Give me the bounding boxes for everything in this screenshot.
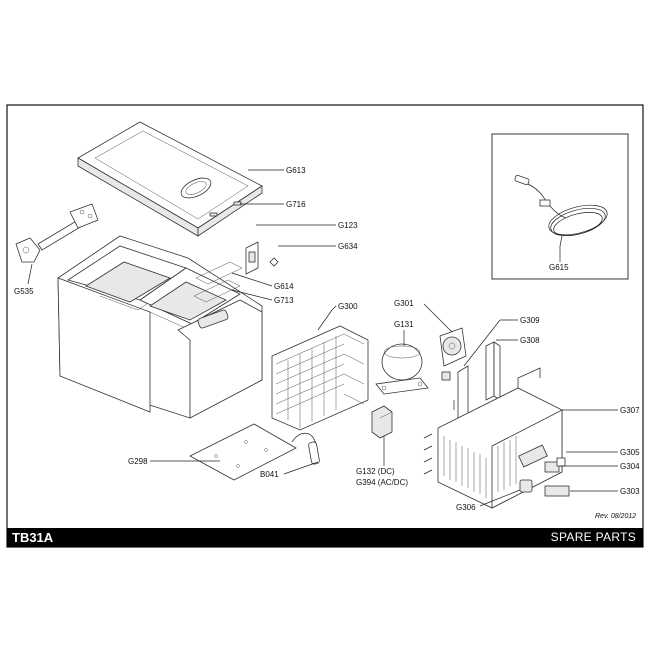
- label-g307: G307: [620, 406, 640, 415]
- revision-note: Rev. 08/2012: [595, 513, 637, 520]
- lid-part: [77, 121, 263, 237]
- label-g303: G303: [620, 487, 640, 496]
- g615-inset-box: [491, 133, 629, 280]
- hinge-rod-part: [15, 203, 99, 263]
- label-g308: G308: [520, 336, 540, 345]
- label-g123: G123: [338, 221, 358, 230]
- housing-part: [437, 367, 563, 509]
- cap-g306: [519, 479, 533, 493]
- g615-cable-illustration: [514, 174, 608, 247]
- label-g298: G298: [128, 457, 148, 466]
- label-g132: G132 (DC): [356, 467, 395, 476]
- diagram-frame: [6, 104, 644, 548]
- label-g613: G613: [286, 166, 306, 175]
- label-g716: G716: [286, 200, 306, 209]
- model-name: TB31A: [12, 530, 54, 545]
- label-g535: G535: [14, 287, 34, 296]
- base-plate-part: [189, 423, 297, 481]
- label-g614: G614: [274, 282, 294, 291]
- label-g309: G309: [520, 316, 540, 325]
- electronic-module-part: [371, 405, 393, 439]
- label-g131: G131: [394, 320, 414, 329]
- switch-g304: [544, 461, 560, 473]
- label-g394: G394 (AC/DC): [356, 478, 408, 487]
- label-g306: G306: [456, 503, 476, 512]
- switch-g305: [556, 457, 566, 467]
- sensor-probe-part: [291, 432, 320, 465]
- label-g301: G301: [394, 299, 414, 308]
- footer-bar: [7, 528, 643, 547]
- label-g615: G615: [549, 263, 569, 272]
- fan-part: [439, 327, 467, 381]
- label-g304: G304: [620, 462, 640, 471]
- compressor-part: [375, 343, 429, 395]
- label-g634: G634: [338, 242, 358, 251]
- screw-set: [423, 433, 433, 475]
- control-panel-g123: [245, 241, 279, 275]
- switch-g303: [544, 485, 570, 497]
- leader-lines: [27, 169, 618, 507]
- label-g300: G300: [338, 302, 358, 311]
- cool-box-body: [57, 235, 263, 419]
- sheet-title: SPARE PARTS: [550, 530, 636, 544]
- label-g713: G713: [274, 296, 294, 305]
- condenser-coil-part: [271, 325, 369, 431]
- bracket-g308: [485, 341, 501, 401]
- label-b041: B041: [260, 470, 279, 479]
- label-g305: G305: [620, 448, 640, 457]
